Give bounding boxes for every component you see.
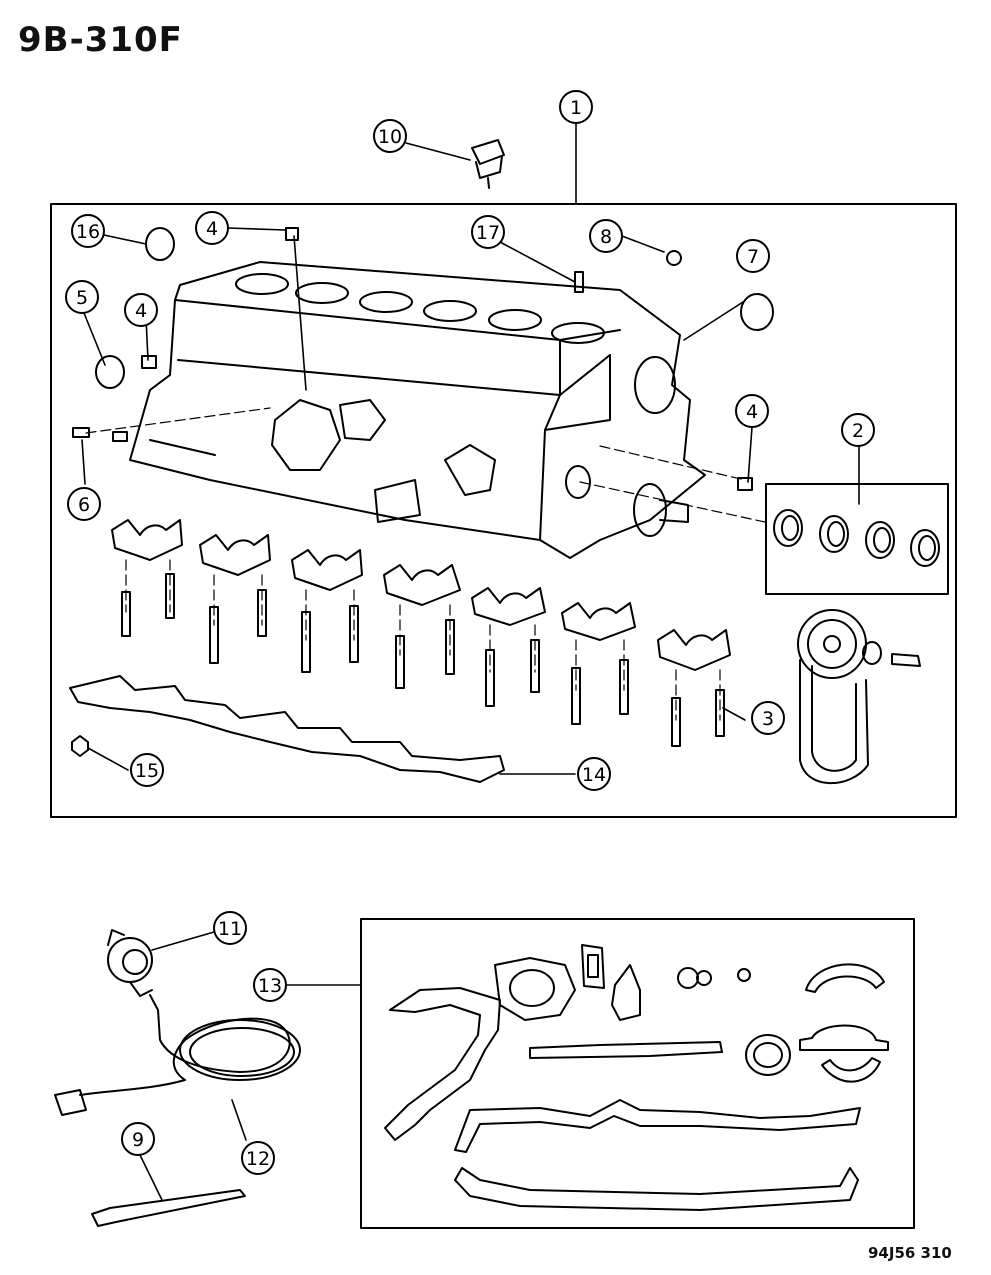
timing-sprocket-chain [797, 609, 921, 785]
nut-15 [71, 735, 89, 757]
callout-labels: 1 2 3 4 4 4 5 6 7 8 9 10 11 12 13 14 15 … [76, 97, 864, 1170]
callout-4: 4 [206, 218, 218, 240]
callout-5: 5 [76, 287, 88, 309]
engine-block-frame [50, 203, 957, 818]
cam-bearings [773, 509, 940, 567]
callout-15: 15 [135, 760, 159, 782]
pipe-plug-4b [285, 227, 299, 241]
callout-3: 3 [762, 708, 774, 730]
gasket-kit-frame [360, 918, 915, 1229]
alignment-lines [85, 407, 766, 721]
callout-2: 2 [852, 420, 864, 442]
main-cap-bolts [121, 573, 725, 747]
callout-7: 7 [747, 246, 759, 268]
bearing-bridge [69, 675, 505, 783]
diagram-id: 94J56 310 [868, 1244, 952, 1262]
expansion-plug-16 [145, 227, 175, 261]
page-code: 9B-310F [18, 20, 183, 60]
dowel-6 [72, 427, 90, 438]
callout-1: 1 [570, 97, 582, 119]
callout-17: 17 [476, 222, 500, 244]
callout-13: 13 [258, 975, 282, 997]
pipe-plug-4a [141, 355, 157, 369]
engine-block [129, 261, 706, 559]
main-bearing-caps [111, 519, 731, 671]
cable-tie [91, 1189, 246, 1227]
heater-cord [54, 994, 301, 1116]
callout-16: 16 [76, 221, 100, 243]
dowel-pin-17 [574, 271, 584, 293]
expansion-plug-7 [740, 293, 774, 331]
crank-gear [633, 483, 689, 537]
callout-circles [65, 90, 875, 1175]
callout-4: 4 [135, 300, 147, 322]
oil-pressure-sender [471, 139, 505, 189]
callout-8: 8 [600, 226, 612, 248]
callout-11: 11 [218, 918, 242, 940]
callout-9: 9 [132, 1129, 144, 1151]
plug-8 [666, 250, 682, 266]
dowel-6b [112, 431, 128, 442]
block-heater [107, 929, 153, 997]
pipe-plug-4c [737, 477, 753, 491]
callout-10: 10 [378, 126, 402, 148]
callout-14: 14 [582, 764, 606, 786]
callout-4: 4 [746, 401, 758, 423]
expansion-plug-5 [95, 355, 125, 389]
callout-6: 6 [78, 494, 90, 516]
gasket-kit-contents [384, 944, 889, 1211]
bearing-set-frame [765, 483, 949, 595]
callout-12: 12 [246, 1148, 270, 1170]
